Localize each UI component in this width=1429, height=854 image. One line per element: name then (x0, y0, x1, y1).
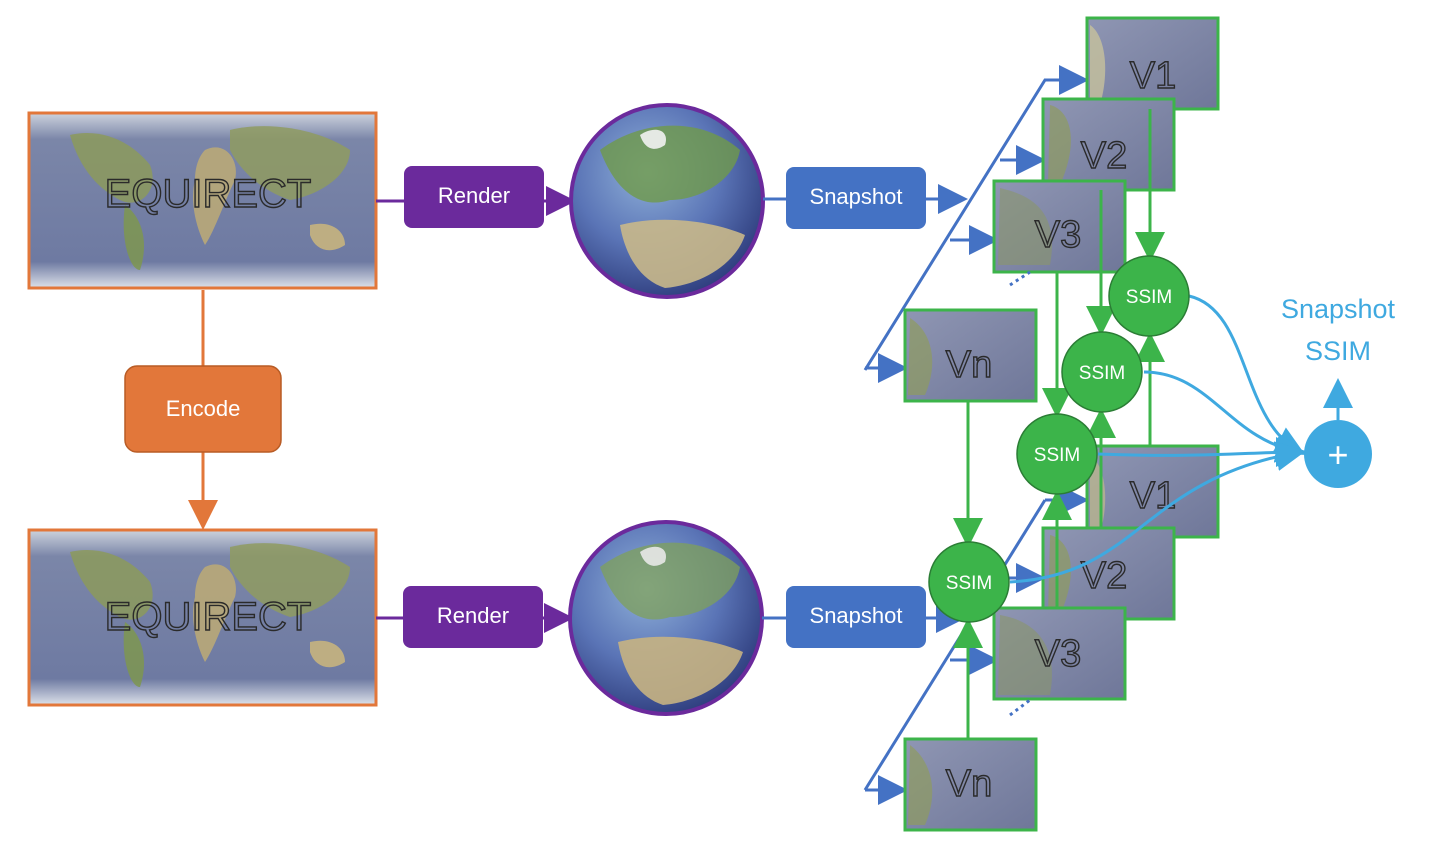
ssim-node-4-label: SSIM (946, 573, 992, 594)
sum-symbol: + (1327, 434, 1348, 475)
ssim-node-1-label: SSIM (1126, 287, 1172, 308)
output-label-line1: Snapshot (1281, 294, 1396, 324)
equirect-bottom-map (27, 528, 378, 707)
snapshot-top-box (786, 167, 926, 229)
snapshot-top-label: Snapshot (810, 184, 903, 209)
encode-box (124, 365, 282, 453)
ssim-node-3-label: SSIM (1034, 445, 1080, 466)
render-bottom-box (403, 586, 543, 648)
ssim-node-2 (1061, 331, 1143, 413)
encode-label: Encode (166, 396, 241, 421)
ssim-node-3 (1016, 413, 1098, 495)
view-bottom-vn (903, 737, 1038, 832)
ssim-node-2-label: SSIM (1079, 363, 1125, 384)
view-top-v2-label: V2 (1081, 135, 1127, 177)
render-top-label: Render (438, 183, 510, 208)
equirect-bottom-label: EQUIRECT (105, 595, 312, 639)
snapshot-bottom-label: Snapshot (810, 603, 903, 628)
top-view-fan (863, 65, 1089, 383)
view-bottom-v3-label: V3 (1035, 633, 1081, 675)
equirect-top-label: EQUIRECT (105, 172, 312, 216)
view-top-v1-label: V1 (1130, 55, 1176, 97)
snapshot-bottom-box (786, 586, 926, 648)
view-top-vn (903, 308, 1038, 403)
view-top-v3-label: V3 (1035, 214, 1081, 256)
view-bottom-v3 (992, 606, 1127, 701)
render-top-box (404, 166, 544, 228)
globe-bottom (568, 520, 764, 716)
globe-top (569, 103, 765, 299)
view-top-v3 (992, 179, 1127, 274)
ssim-node-1 (1108, 255, 1190, 337)
output-label-line2: SSIM (1305, 336, 1371, 366)
view-top-v1 (1085, 16, 1220, 111)
equirect-top-map (27, 111, 378, 290)
ssim-sum-curves (1009, 294, 1306, 584)
view-bottom-vn-label: Vn (946, 763, 992, 805)
sum-node (1304, 420, 1372, 488)
view-top-vn-label: Vn (946, 344, 992, 386)
ssim-node-4 (928, 541, 1010, 623)
view-bottom-v1-label: V1 (1130, 475, 1176, 517)
comparison-lines (953, 109, 1165, 739)
view-top-v2 (1041, 97, 1176, 192)
render-bottom-label: Render (437, 603, 509, 628)
